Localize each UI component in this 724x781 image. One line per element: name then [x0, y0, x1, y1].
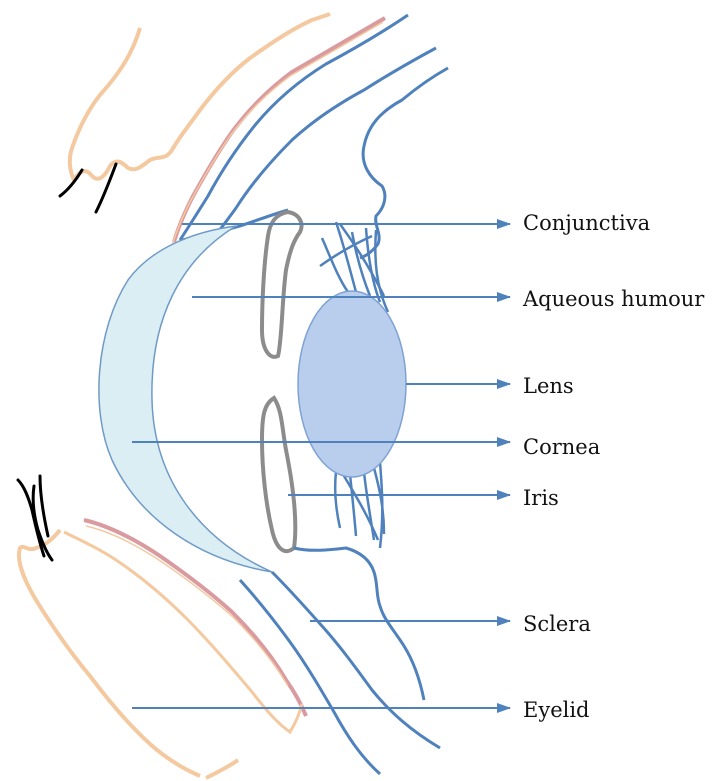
upper-sclera-line — [180, 15, 408, 240]
upper-sclera-inner-line — [212, 48, 436, 240]
iris-lower — [262, 398, 295, 551]
lower-eyelid-inner-skin — [64, 532, 302, 732]
lens-shape — [298, 291, 406, 477]
label-iris: Iris — [523, 488, 559, 509]
upper-conjunctiva-line — [174, 18, 385, 242]
lower-sclera-outer-line — [240, 580, 380, 774]
iris-upper — [262, 212, 302, 357]
upper-eyelid-skin — [70, 14, 330, 180]
lower-conjunctiva-edge — [86, 526, 288, 686]
label-eyelid: Eyelid — [523, 700, 590, 721]
label-aqueous-humour: Aqueous humour — [523, 289, 704, 310]
label-lens: Lens — [523, 376, 574, 397]
ciliary-body-outline-top — [360, 68, 448, 258]
label-cornea: Cornea — [523, 437, 600, 458]
pointer-lines — [132, 224, 510, 708]
cornea-shape — [99, 226, 272, 572]
label-sclera: Sclera — [523, 614, 591, 635]
label-conjunctiva: Conjunctiva — [523, 213, 650, 234]
